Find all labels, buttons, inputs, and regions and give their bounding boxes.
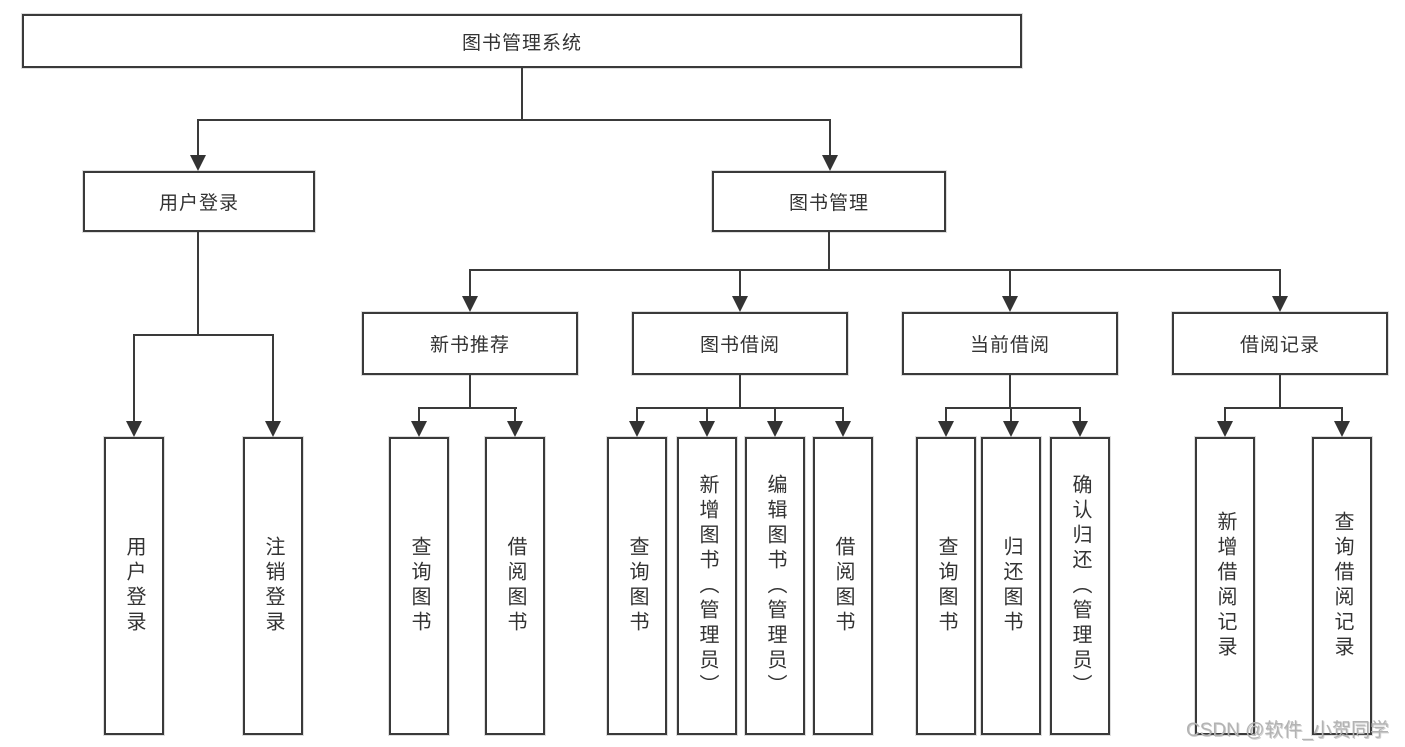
connector-drop-query-books-3	[945, 407, 947, 422]
leaf-query-borrow-record-label: 查询借阅记录	[1331, 511, 1353, 661]
arrow-leaf-user-login	[126, 421, 142, 437]
node-book-management: 图书管理	[712, 171, 946, 232]
leaf-user-login-label: 用户登录	[123, 536, 145, 636]
leaf-query-borrow-record: 查询借阅记录	[1312, 437, 1372, 735]
connector-drop-borrow-books-2	[842, 407, 844, 422]
leaf-user-login: 用户登录	[104, 437, 164, 735]
arrow-edit-books	[767, 421, 783, 437]
leaf-borrow-books-1-label: 借阅图书	[504, 536, 526, 636]
connector-drop-current-borrow	[1009, 269, 1011, 298]
leaf-logout: 注销登录	[243, 437, 303, 735]
connector-drop-add-books	[706, 407, 708, 422]
leaf-query-books-2-label: 查询图书	[626, 536, 648, 636]
connector-drop-leaf-user-login	[133, 334, 135, 422]
csdn-watermark: CSDN @软件_小贺同学	[1186, 720, 1389, 741]
node-new-book-recommend-label: 新书推荐	[429, 335, 510, 356]
connector-drop-query-books-2	[636, 407, 638, 422]
node-book-borrow: 图书借阅	[632, 312, 848, 375]
connector-new-book-stem	[469, 375, 471, 409]
node-borrow-records: 借阅记录	[1172, 312, 1388, 375]
connector-drop-user-login	[197, 119, 199, 157]
connector-root-bus	[197, 119, 831, 121]
connector-book-borrow-bus	[636, 407, 844, 409]
arrow-query-record	[1334, 421, 1350, 437]
leaf-borrow-books-1: 借阅图书	[485, 437, 545, 735]
connector-root-stem	[521, 68, 523, 121]
connector-book-management-stem	[828, 232, 830, 271]
connector-drop-book-borrow	[739, 269, 741, 298]
leaf-add-borrow-record: 新增借阅记录	[1195, 437, 1255, 735]
arrow-return-books	[1003, 421, 1019, 437]
connector-borrow-records-stem	[1279, 375, 1281, 409]
leaf-query-books-2: 查询图书	[607, 437, 667, 735]
connector-drop-book-management	[829, 119, 831, 157]
leaf-query-books-3-label: 查询图书	[935, 536, 957, 636]
connector-drop-add-record	[1224, 407, 1226, 422]
connector-book-borrow-stem	[739, 375, 741, 409]
node-current-borrow: 当前借阅	[902, 312, 1118, 375]
node-new-book-recommend: 新书推荐	[362, 312, 578, 375]
connector-current-borrow-bus	[945, 407, 1081, 409]
node-book-borrow-label: 图书借阅	[699, 335, 780, 356]
leaf-return-books: 归还图书	[981, 437, 1041, 735]
arrow-leaf-logout	[265, 421, 281, 437]
arrow-book-borrow	[732, 296, 748, 312]
node-user-login-label: 用户登录	[158, 193, 239, 214]
leaf-edit-books-admin-label: 编辑图书（管理员）	[764, 473, 786, 699]
leaf-add-borrow-record-label: 新增借阅记录	[1214, 511, 1236, 661]
connector-drop-edit-books	[774, 407, 776, 422]
node-root: 图书管理系统	[22, 14, 1022, 68]
arrow-user-login	[190, 155, 206, 171]
connector-user-login-bus	[133, 334, 274, 336]
leaf-return-books-label: 归还图书	[1000, 536, 1022, 636]
node-book-management-label: 图书管理	[788, 193, 869, 214]
connector-borrow-records-bus	[1224, 407, 1343, 409]
connector-drop-borrow-books-1	[514, 407, 516, 422]
arrow-borrow-records	[1272, 296, 1288, 312]
arrow-book-management	[822, 155, 838, 171]
leaf-edit-books-admin: 编辑图书（管理员）	[745, 437, 805, 735]
leaf-logout-label: 注销登录	[262, 536, 284, 636]
connector-current-borrow-stem	[1009, 375, 1011, 409]
connector-drop-query-books-1	[418, 407, 420, 422]
node-borrow-records-label: 借阅记录	[1239, 335, 1320, 356]
connector-drop-borrow-records	[1279, 269, 1281, 298]
connector-user-login-stem	[197, 232, 199, 336]
arrow-confirm-return	[1072, 421, 1088, 437]
connector-drop-query-record	[1341, 407, 1343, 422]
node-user-login: 用户登录	[83, 171, 315, 232]
connector-drop-return-books	[1010, 407, 1012, 422]
arrow-add-record	[1217, 421, 1233, 437]
arrow-borrow-books-1	[507, 421, 523, 437]
arrow-query-books-3	[938, 421, 954, 437]
leaf-borrow-books-2: 借阅图书	[813, 437, 873, 735]
connector-book-management-bus	[469, 269, 1281, 271]
connector-drop-confirm-return	[1079, 407, 1081, 422]
arrow-borrow-books-2	[835, 421, 851, 437]
arrow-query-books-1	[411, 421, 427, 437]
arrow-query-books-2	[629, 421, 645, 437]
connector-drop-new-book-recommend	[469, 269, 471, 298]
leaf-borrow-books-2-label: 借阅图书	[832, 536, 854, 636]
connector-new-book-bus	[418, 407, 517, 409]
node-current-borrow-label: 当前借阅	[969, 335, 1050, 356]
leaf-add-books-admin: 新增图书（管理员）	[677, 437, 737, 735]
leaf-query-books-1: 查询图书	[389, 437, 449, 735]
node-root-label: 图书管理系统	[461, 32, 582, 54]
leaf-confirm-return-admin-label: 确认归还（管理员）	[1069, 473, 1091, 699]
arrow-current-borrow	[1002, 296, 1018, 312]
leaf-confirm-return-admin: 确认归还（管理员）	[1050, 437, 1110, 735]
connector-drop-leaf-logout	[272, 334, 274, 422]
leaf-query-books-3: 查询图书	[916, 437, 976, 735]
leaf-query-books-1-label: 查询图书	[408, 536, 430, 636]
leaf-add-books-admin-label: 新增图书（管理员）	[696, 473, 718, 699]
arrow-new-book-recommend	[462, 296, 478, 312]
arrow-add-books	[699, 421, 715, 437]
